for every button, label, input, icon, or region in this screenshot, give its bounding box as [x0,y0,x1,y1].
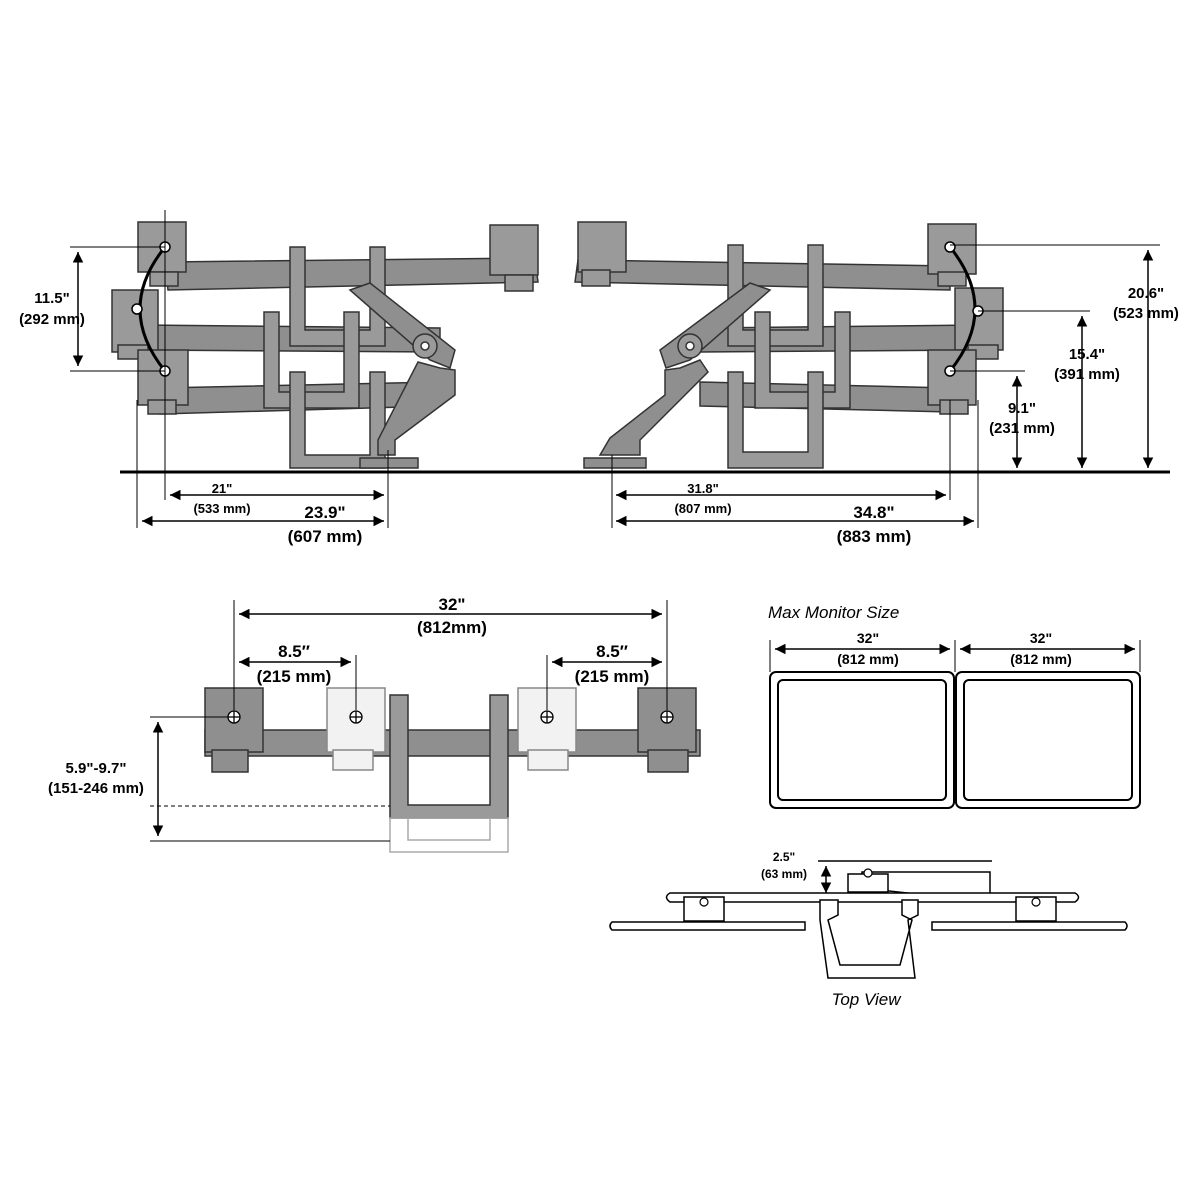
right-pole-and-base [583,282,772,469]
front-depth-label-in: 5.9"-9.7" [66,760,127,777]
front-right-offset-mm: (215 mm) [575,667,650,686]
height-max-label-mm: (523 mm) [1113,305,1179,322]
side-view-right: 20.6" (523 mm) 15.4" (391 mm) 9.1" (231 … [574,221,1179,546]
right-clamp-lower [727,371,824,469]
left-pole-and-base [348,282,456,469]
max-monitor-right-mm: (812 mm) [1010,651,1071,667]
max-monitor-left-mm: (812 mm) [837,651,898,667]
tilt-label-in: 11.5" [34,290,69,307]
height-low-label-mm: (231 mm) [989,420,1055,437]
max-monitor-left-in: 32" [857,630,879,646]
total-reach-right-label-mm: (883 mm) [837,527,912,546]
top-view-monitor-right [931,921,1128,931]
height-mid-label-mm: (391 mm) [1054,366,1120,383]
front-span-label-mm: (812mm) [417,618,487,637]
reach-label-in: 21" [212,481,233,496]
reach-label-mm: (533 mm) [193,501,250,516]
right-clamp-middle [754,311,851,409]
front-left-offset-mm: (215 mm) [257,667,332,686]
reach-right-label-mm: (807 mm) [674,501,731,516]
front-right-offset-in: 8.5″ [596,642,628,661]
total-reach-label-mm: (607 mm) [288,527,363,546]
total-reach-right-label-in: 34.8" [853,503,894,522]
top-view-crossbar [665,892,1080,903]
front-crossbar [204,729,701,757]
tilt-label-mm: (292 mm) [19,311,85,328]
top-offset-label-in: 2.5" [773,850,795,864]
front-left-offset-in: 8.5″ [278,642,310,661]
top-view: 2.5" (63 mm) Top View [609,850,1128,1009]
side-view-left: 11.5" (292 mm) 21" (533 mm) 23.9" (607 m… [19,210,1170,546]
front-depth-label-mm: (151-246 mm) [48,780,144,797]
front-span-label-in: 32" [439,595,466,614]
top-offset-label-mm: (63 mm) [761,867,807,881]
front-view: 32" (812mm) 8.5″ (215 mm) 8.5″ (215 mm) … [48,595,701,853]
reach-right-label-in: 31.8" [687,481,718,496]
top-view-clamp [819,899,919,979]
total-reach-label-in: 23.9" [304,503,345,522]
top-view-caption: Top View [832,990,903,1009]
height-low-label-in: 9.1" [1008,400,1036,417]
max-monitor-size: Max Monitor Size 32" (812 mm) 32" (812 m… [768,603,1141,809]
top-view-monitor-left [609,921,806,931]
max-monitor-title: Max Monitor Size [768,603,899,622]
max-monitor-right-in: 32" [1030,630,1052,646]
height-mid-label-in: 15.4" [1069,346,1105,363]
left-arm-upper [137,221,539,292]
height-max-label-in: 20.6" [1128,285,1164,302]
right-arm-upper [574,221,977,291]
left-clamp-upper [289,246,386,347]
